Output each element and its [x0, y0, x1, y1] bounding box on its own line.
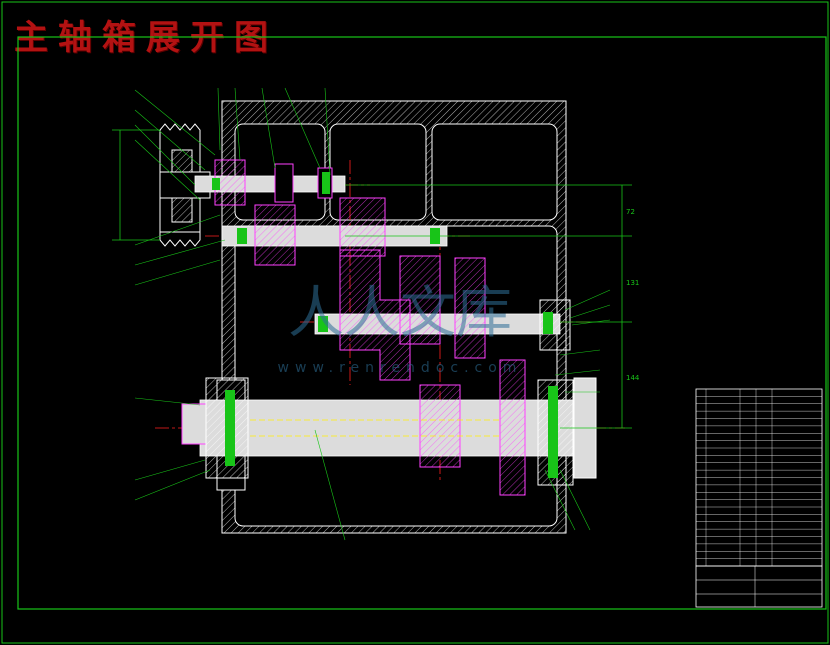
- drawing-title: 主轴箱展开图: [14, 18, 278, 58]
- part-leaders: [134, 87, 611, 541]
- dimension-72: 72: [626, 208, 635, 216]
- bearing-icon: [322, 172, 330, 194]
- dimension-lines: [112, 129, 632, 429]
- parts-list-table: [695, 388, 823, 608]
- dimension-144: 144: [626, 374, 640, 382]
- watermark-url: www.renrendoc.com: [278, 360, 523, 376]
- intermediate-shaft-2: [314, 249, 571, 381]
- intermediate-shaft-1: [221, 197, 448, 266]
- spindle-icon: [181, 359, 597, 496]
- watermark-logo: 人人文库: [288, 281, 512, 346]
- gear-icon: [254, 204, 296, 266]
- watermark: 人人文库 www.renrendoc.com: [278, 281, 523, 376]
- dimension-131: 131: [626, 279, 639, 287]
- input-shaft: [194, 159, 346, 206]
